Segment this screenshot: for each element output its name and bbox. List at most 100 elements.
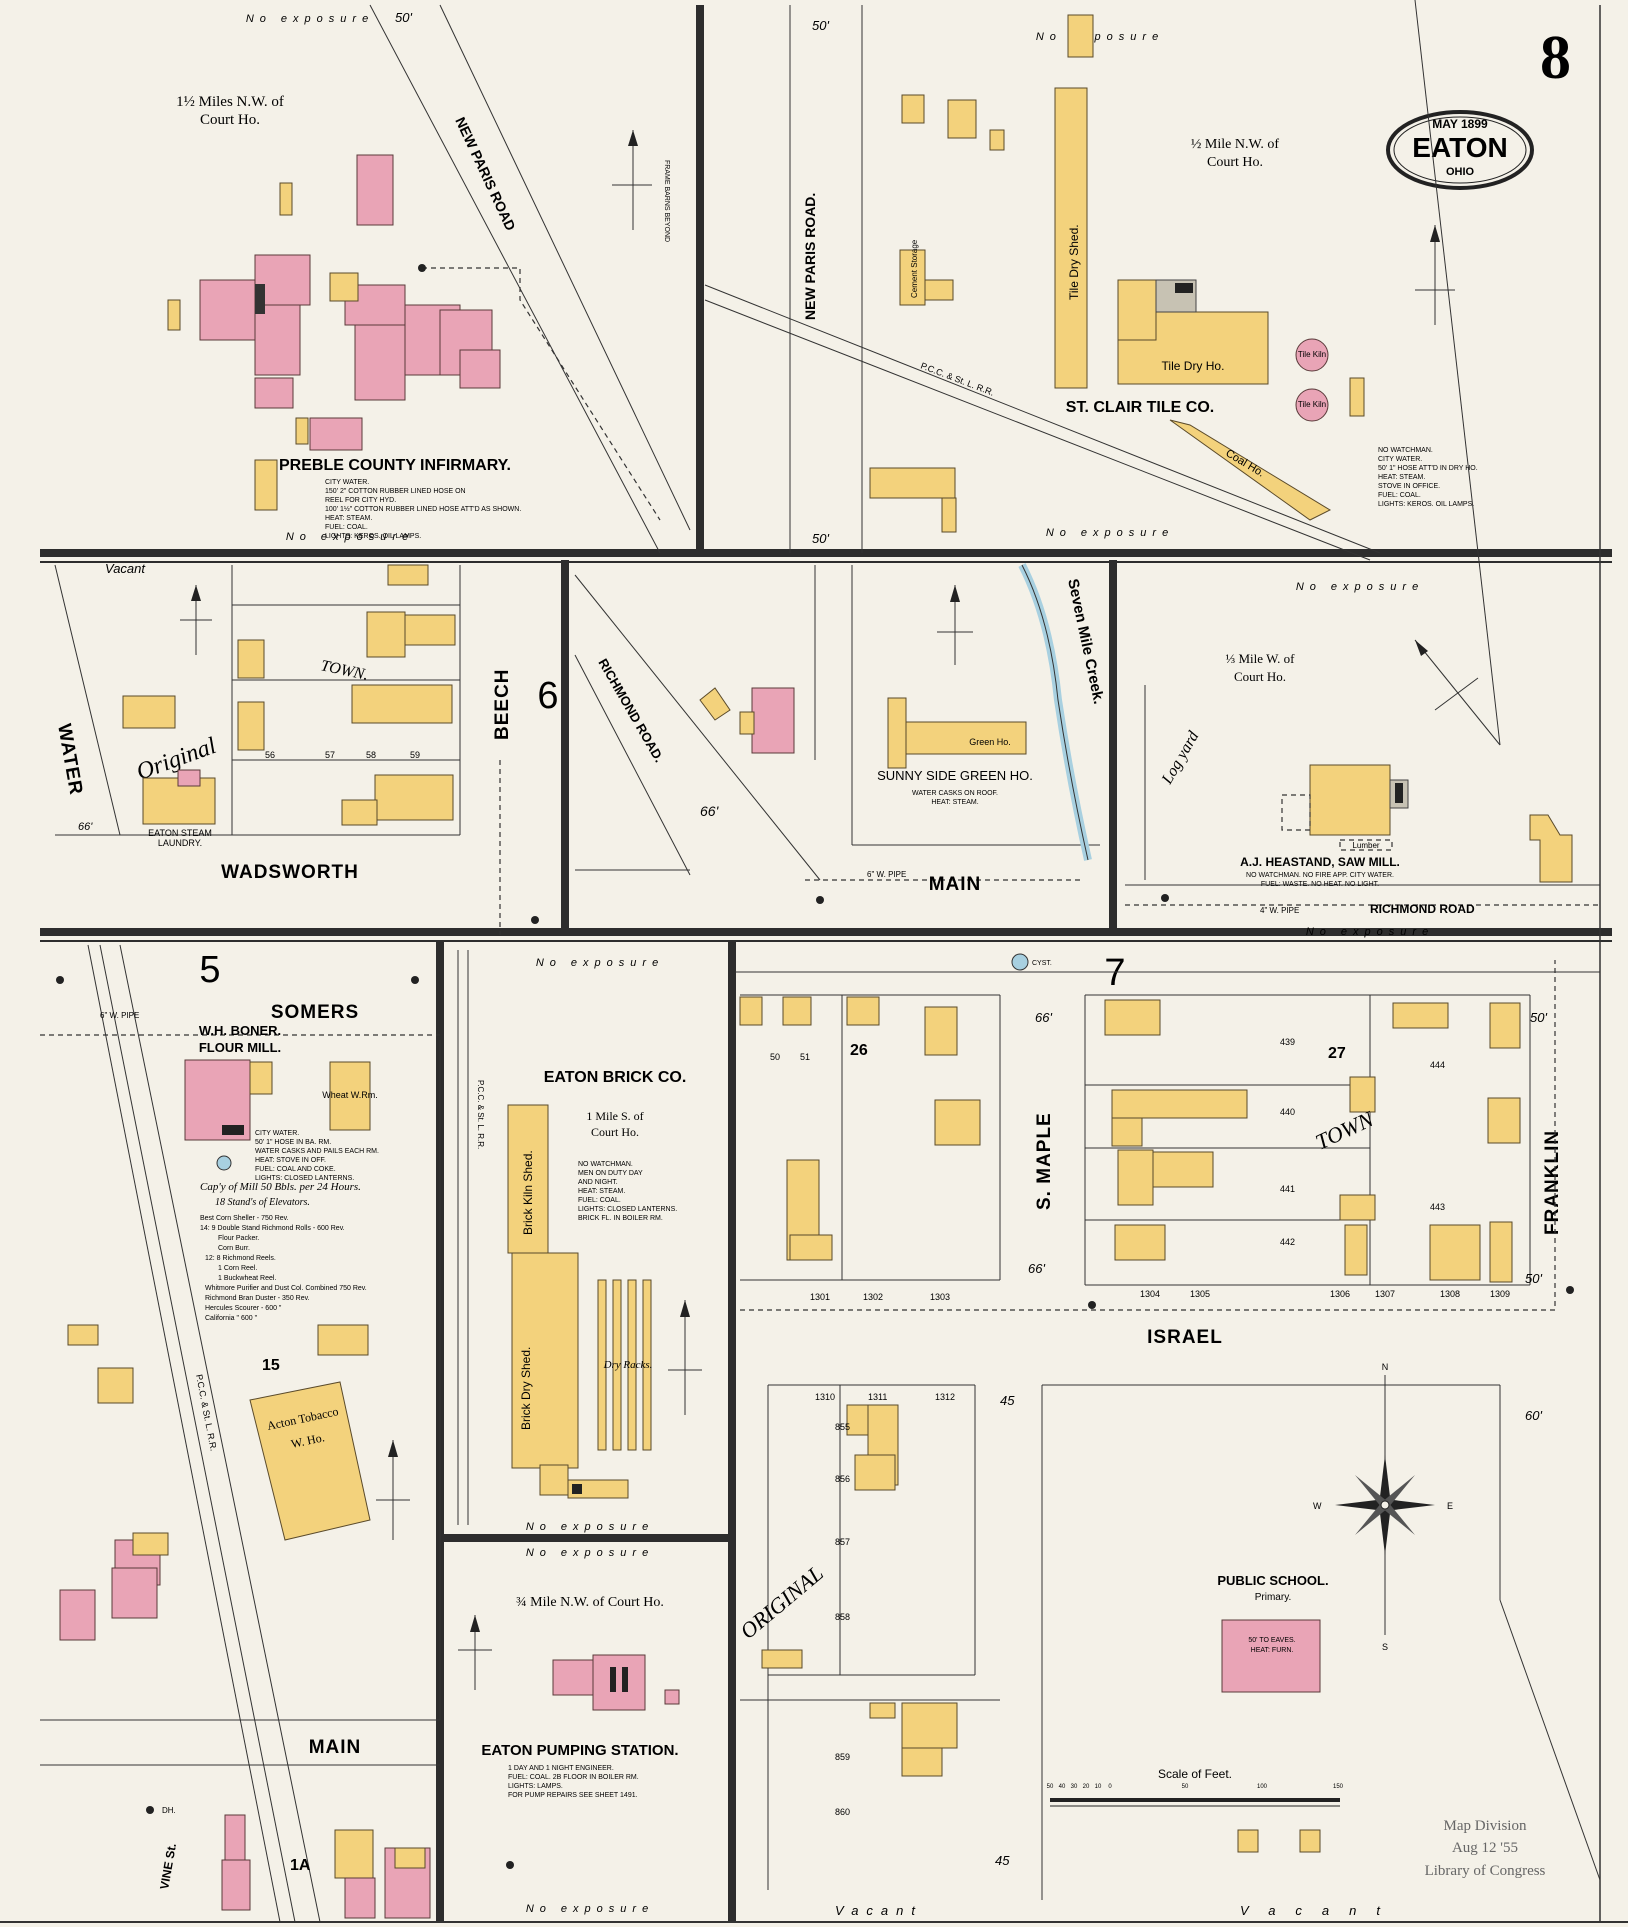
- public-school: [1221, 1619, 1321, 1693]
- flour-mill-name-2: FLOUR MILL.: [199, 1040, 281, 1055]
- wood-shed: [329, 272, 359, 302]
- cartouche-state: OHIO: [1446, 166, 1475, 178]
- tile-location-2: Court Ho.: [1207, 155, 1263, 170]
- svg-text:DH.: DH.: [162, 1806, 176, 1815]
- brick-dry-shed-label: Brick Dry Shed.: [519, 1347, 533, 1430]
- svg-text:856: 856: [835, 1474, 850, 1484]
- svg-text:FUEL: COAL. 2B FLOOR IN BOILER: FUEL: COAL. 2B FLOOR IN BOILER RM.: [508, 1774, 639, 1781]
- bake-ho: [254, 304, 301, 376]
- svg-text:LIGHTS: CLOSED LANTERNS.: LIGHTS: CLOSED LANTERNS.: [578, 1206, 677, 1213]
- street-richmond-road: RICHMOND ROAD: [1370, 902, 1475, 916]
- pumping-name: EATON PUMPING STATION.: [481, 1742, 678, 1759]
- dry-racks-label: Dry Racks.: [603, 1359, 653, 1371]
- vacant-bottom-2: Vacant: [1240, 1903, 1400, 1918]
- mill-elevators: 18 Stand's of Elevators.: [215, 1197, 310, 1208]
- flour-mill-panel: 5 SOMERS P.C.C. & St. L. R.R. W.H. BONER…: [40, 944, 441, 1923]
- svg-text:857: 857: [835, 1537, 850, 1547]
- infirmary-notes: CITY WATER. 150' 2" COTTON RUBBER LINED …: [325, 479, 521, 540]
- tile-dry-shed-label: Tile Dry Shed.: [1067, 224, 1081, 300]
- scale-of-feet: Scale of Feet. 50 40 30 20 10 0 50 100 1…: [1047, 1767, 1344, 1807]
- brick-notes: NO WATCHMAN. MEN ON DUTY DAY AND NIGHT. …: [578, 1161, 677, 1222]
- shed-b: [279, 182, 293, 216]
- svg-text:FUEL: COAL AND COKE.: FUEL: COAL AND COKE.: [255, 1166, 336, 1173]
- north-arrow-6: [376, 1440, 410, 1540]
- svg-text:50': 50': [1530, 1010, 1547, 1025]
- svg-text:56: 56: [265, 750, 275, 760]
- north-arrow-4: [937, 585, 973, 665]
- title-cartouche: MAY 1899 EATON OHIO: [1386, 110, 1534, 190]
- compass-n: N: [1382, 1362, 1389, 1372]
- svg-text:440: 440: [1280, 1107, 1295, 1117]
- svg-text:1310: 1310: [815, 1392, 835, 1402]
- mill-machinery: Best Corn Sheller - 750 Rev. 14: 9 Doubl…: [200, 1215, 367, 1322]
- svg-text:100: 100: [1257, 1784, 1268, 1790]
- svg-text:1307: 1307: [1375, 1289, 1395, 1299]
- street-s-maple: S. MAPLE: [1034, 1112, 1055, 1210]
- hydrant-richmond: [1161, 894, 1169, 902]
- svg-text:858: 858: [835, 1612, 850, 1622]
- stamp-line-1: Map Division: [1444, 1818, 1527, 1834]
- svg-text:1312: 1312: [935, 1392, 955, 1402]
- block-number-5: 5: [199, 949, 220, 991]
- svg-text:150: 150: [1333, 1784, 1344, 1790]
- tile-co-name: ST. CLAIR TILE CO.: [1066, 399, 1214, 416]
- svg-text:50': 50': [395, 10, 412, 25]
- hall: [459, 349, 501, 389]
- building-a2: [901, 94, 925, 124]
- svg-text:58: 58: [366, 750, 376, 760]
- dwelling-pink: [751, 687, 795, 754]
- hydrant-main: [816, 896, 824, 904]
- svg-text:66': 66': [1028, 1261, 1045, 1276]
- acton-tobacco-warehouse: [249, 1381, 371, 1541]
- svg-text:59: 59: [410, 750, 420, 760]
- tile-kiln-1: [1295, 338, 1329, 372]
- svg-text:CITY WATER.: CITY WATER.: [325, 479, 369, 486]
- svg-text:1303: 1303: [930, 1292, 950, 1302]
- sheet-number: 8: [1540, 24, 1571, 92]
- block-number-6: 6: [537, 675, 558, 717]
- tobacco-label-2: W. Ho.: [290, 1430, 326, 1451]
- exposure-saw-bottom: No exposure: [1306, 926, 1434, 938]
- building-a1: [1067, 14, 1094, 58]
- exposure-bottom-right: No exposure: [1046, 527, 1174, 539]
- svg-text:859: 859: [835, 1752, 850, 1762]
- railroad-line-3: [87, 944, 281, 1923]
- block-number-7: 7: [1104, 952, 1125, 994]
- svg-text:HEAT: FURN.: HEAT: FURN.: [1251, 1647, 1294, 1654]
- brick-dry-shed: [511, 1252, 579, 1469]
- tile-notes: NO WATCHMAN. CITY WATER. 50' 1" HOSE ATT…: [1378, 447, 1478, 508]
- smoke-ho: [254, 377, 294, 409]
- svg-text:1309: 1309: [1490, 1289, 1510, 1299]
- exposure-brick-bottom: No exposure: [526, 1521, 654, 1533]
- boiler-house: [592, 1654, 646, 1711]
- svg-text:4" W. PIPE: 4" W. PIPE: [1260, 906, 1299, 915]
- cartouche-date: MAY 1899: [1432, 117, 1488, 131]
- saw-mill-name: A.J. HEASTAND, SAW MILL.: [1240, 855, 1400, 869]
- svg-text:439: 439: [1280, 1037, 1295, 1047]
- svg-text:441: 441: [1280, 1184, 1295, 1194]
- compass-s: S: [1382, 1642, 1388, 1652]
- building-a4: [989, 129, 1005, 151]
- coal-ho: [1169, 419, 1332, 521]
- building-a5b: [924, 279, 954, 301]
- infirmary-location-1: 1½ Miles N.W. of: [176, 94, 284, 110]
- svg-text:50' TO EAVES.: 50' TO EAVES.: [1248, 1637, 1295, 1644]
- street-main-mid: MAIN: [929, 874, 982, 895]
- svg-text:WATER CASKS AND PAILS EACH RM.: WATER CASKS AND PAILS EACH RM.: [255, 1148, 379, 1155]
- svg-text:1301: 1301: [810, 1292, 830, 1302]
- laundry-label-2: LAUNDRY.: [158, 838, 202, 848]
- saw-location-1: ⅓ Mile W. of: [1226, 651, 1296, 666]
- svg-text:LIGHTS: KEROS. OIL LAMPS.: LIGHTS: KEROS. OIL LAMPS.: [1378, 501, 1474, 508]
- block-number-26: 26: [850, 1042, 868, 1059]
- svg-text:Hercules Scourer - 600 ": Hercules Scourer - 600 ": [205, 1305, 282, 1312]
- svg-text:Best Corn Sheller - 750 Rev.: Best Corn Sheller - 750 Rev.: [200, 1215, 289, 1222]
- svg-text:LIGHTS: KEROS. OIL LAMPS.: LIGHTS: KEROS. OIL LAMPS.: [325, 533, 421, 540]
- pumping-notes: 1 DAY AND 1 NIGHT ENGINEER. FUEL: COAL. …: [508, 1765, 639, 1799]
- svg-text:LIGHTS: CLOSED LANTERNS.: LIGHTS: CLOSED LANTERNS.: [255, 1175, 354, 1182]
- vacant-top: Vacant: [105, 561, 146, 576]
- svg-text:57: 57: [325, 750, 335, 760]
- stamp-line-2: Aug 12 '55: [1452, 1840, 1518, 1856]
- street-wadsworth: WADSWORTH: [221, 862, 359, 883]
- cement-storage-label: Cement Storage: [910, 239, 919, 298]
- street-somers: SOMERS: [271, 1002, 359, 1023]
